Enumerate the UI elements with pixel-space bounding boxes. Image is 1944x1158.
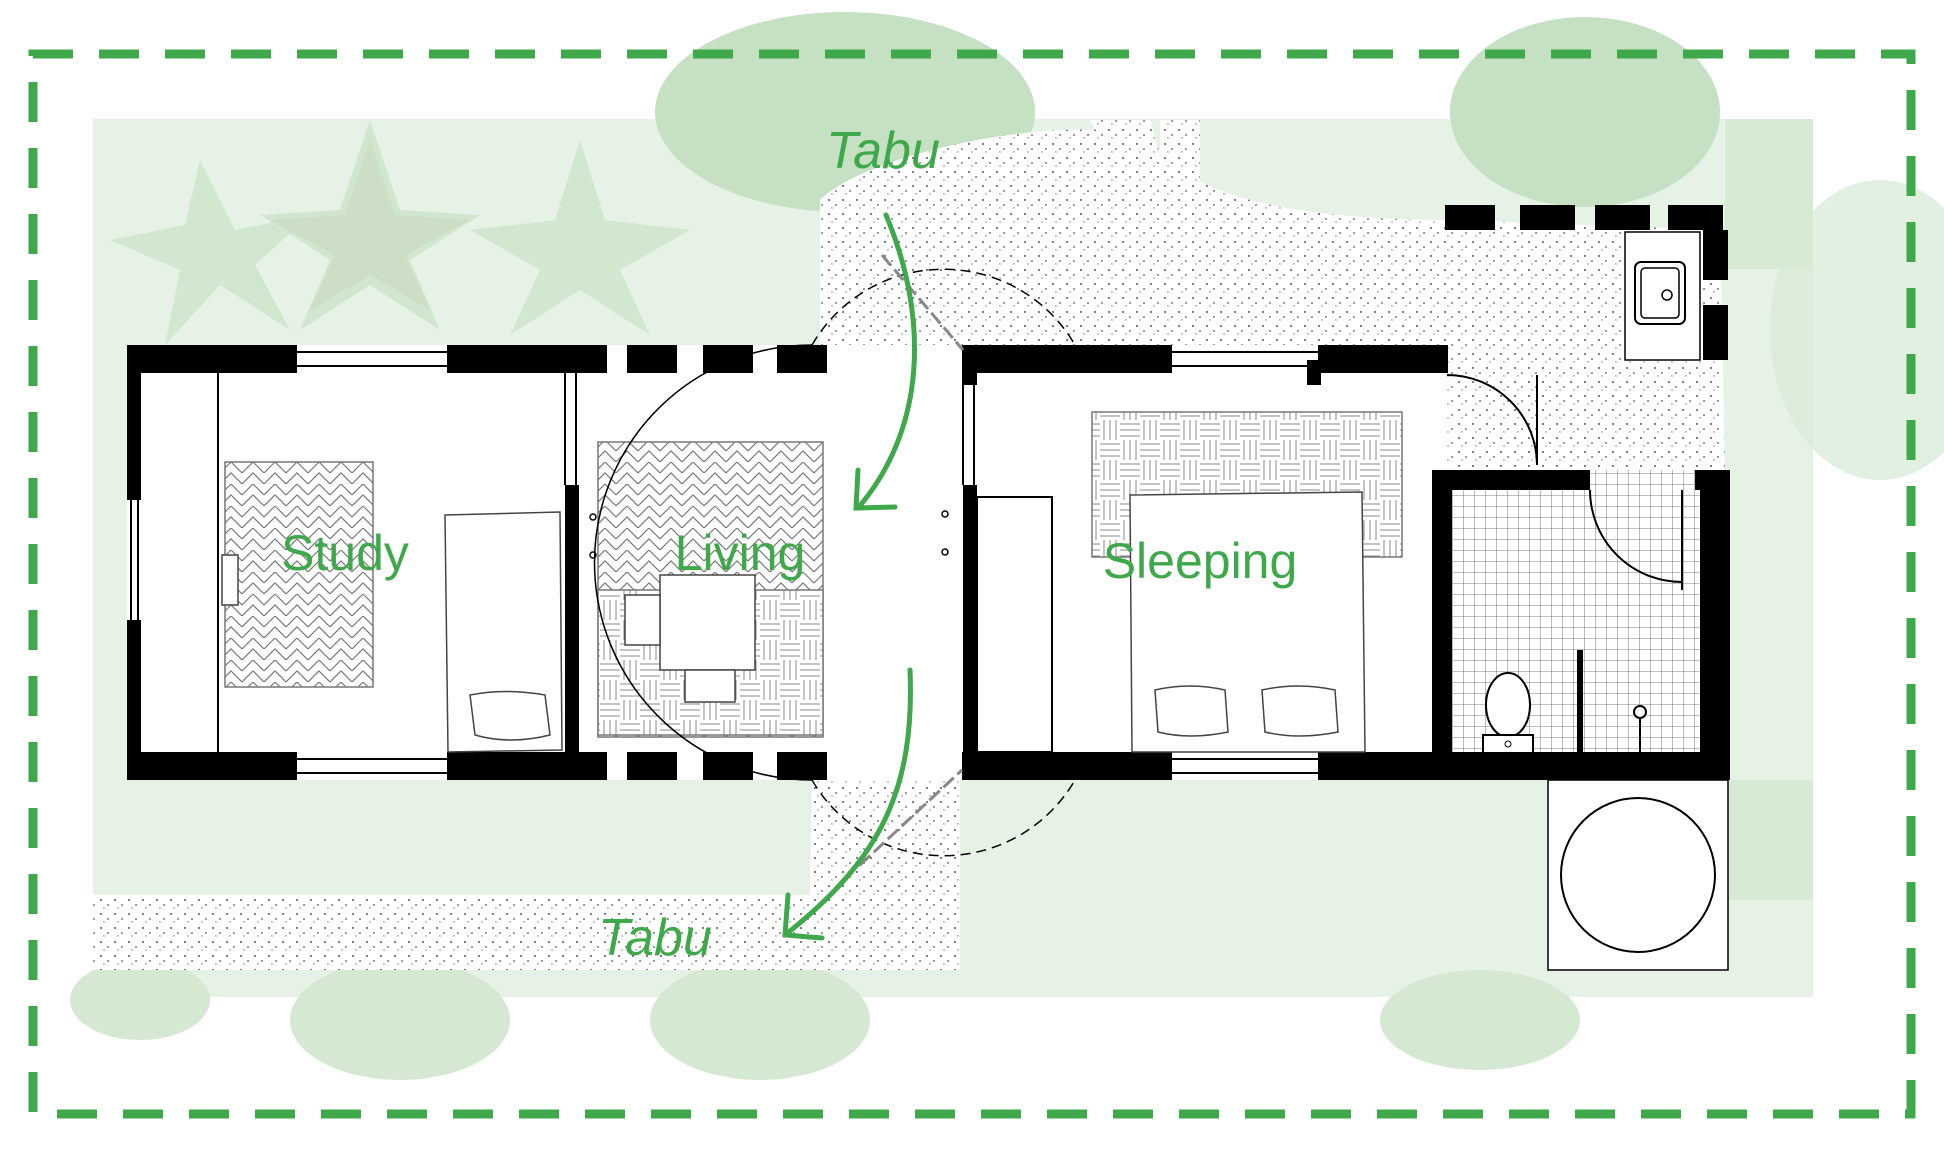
study-rug	[224, 461, 374, 688]
room-label-study: Study	[281, 525, 409, 581]
room-label-sleeping: Sleeping	[1103, 533, 1298, 589]
bed-icon	[1129, 491, 1366, 753]
door-swing-icon	[1446, 374, 1683, 590]
tabu-label-top: Tabu	[826, 122, 940, 180]
tabu-label-bottom: Tabu	[598, 909, 712, 967]
sink-icon	[1624, 231, 1701, 361]
bed-icon	[444, 511, 563, 753]
site-boundary	[28, 49, 1916, 1119]
gravel-path	[93, 120, 1725, 970]
door-swing-icon	[593, 268, 1076, 857]
walls	[127, 205, 1730, 780]
curved-arrow-icon	[782, 212, 918, 941]
building	[127, 205, 1730, 971]
toilet-icon	[1482, 672, 1534, 754]
living-table	[221, 554, 756, 703]
water-tank-icon	[1547, 779, 1729, 971]
room-label-living: Living	[675, 525, 806, 581]
shower-icon	[1577, 650, 1647, 752]
